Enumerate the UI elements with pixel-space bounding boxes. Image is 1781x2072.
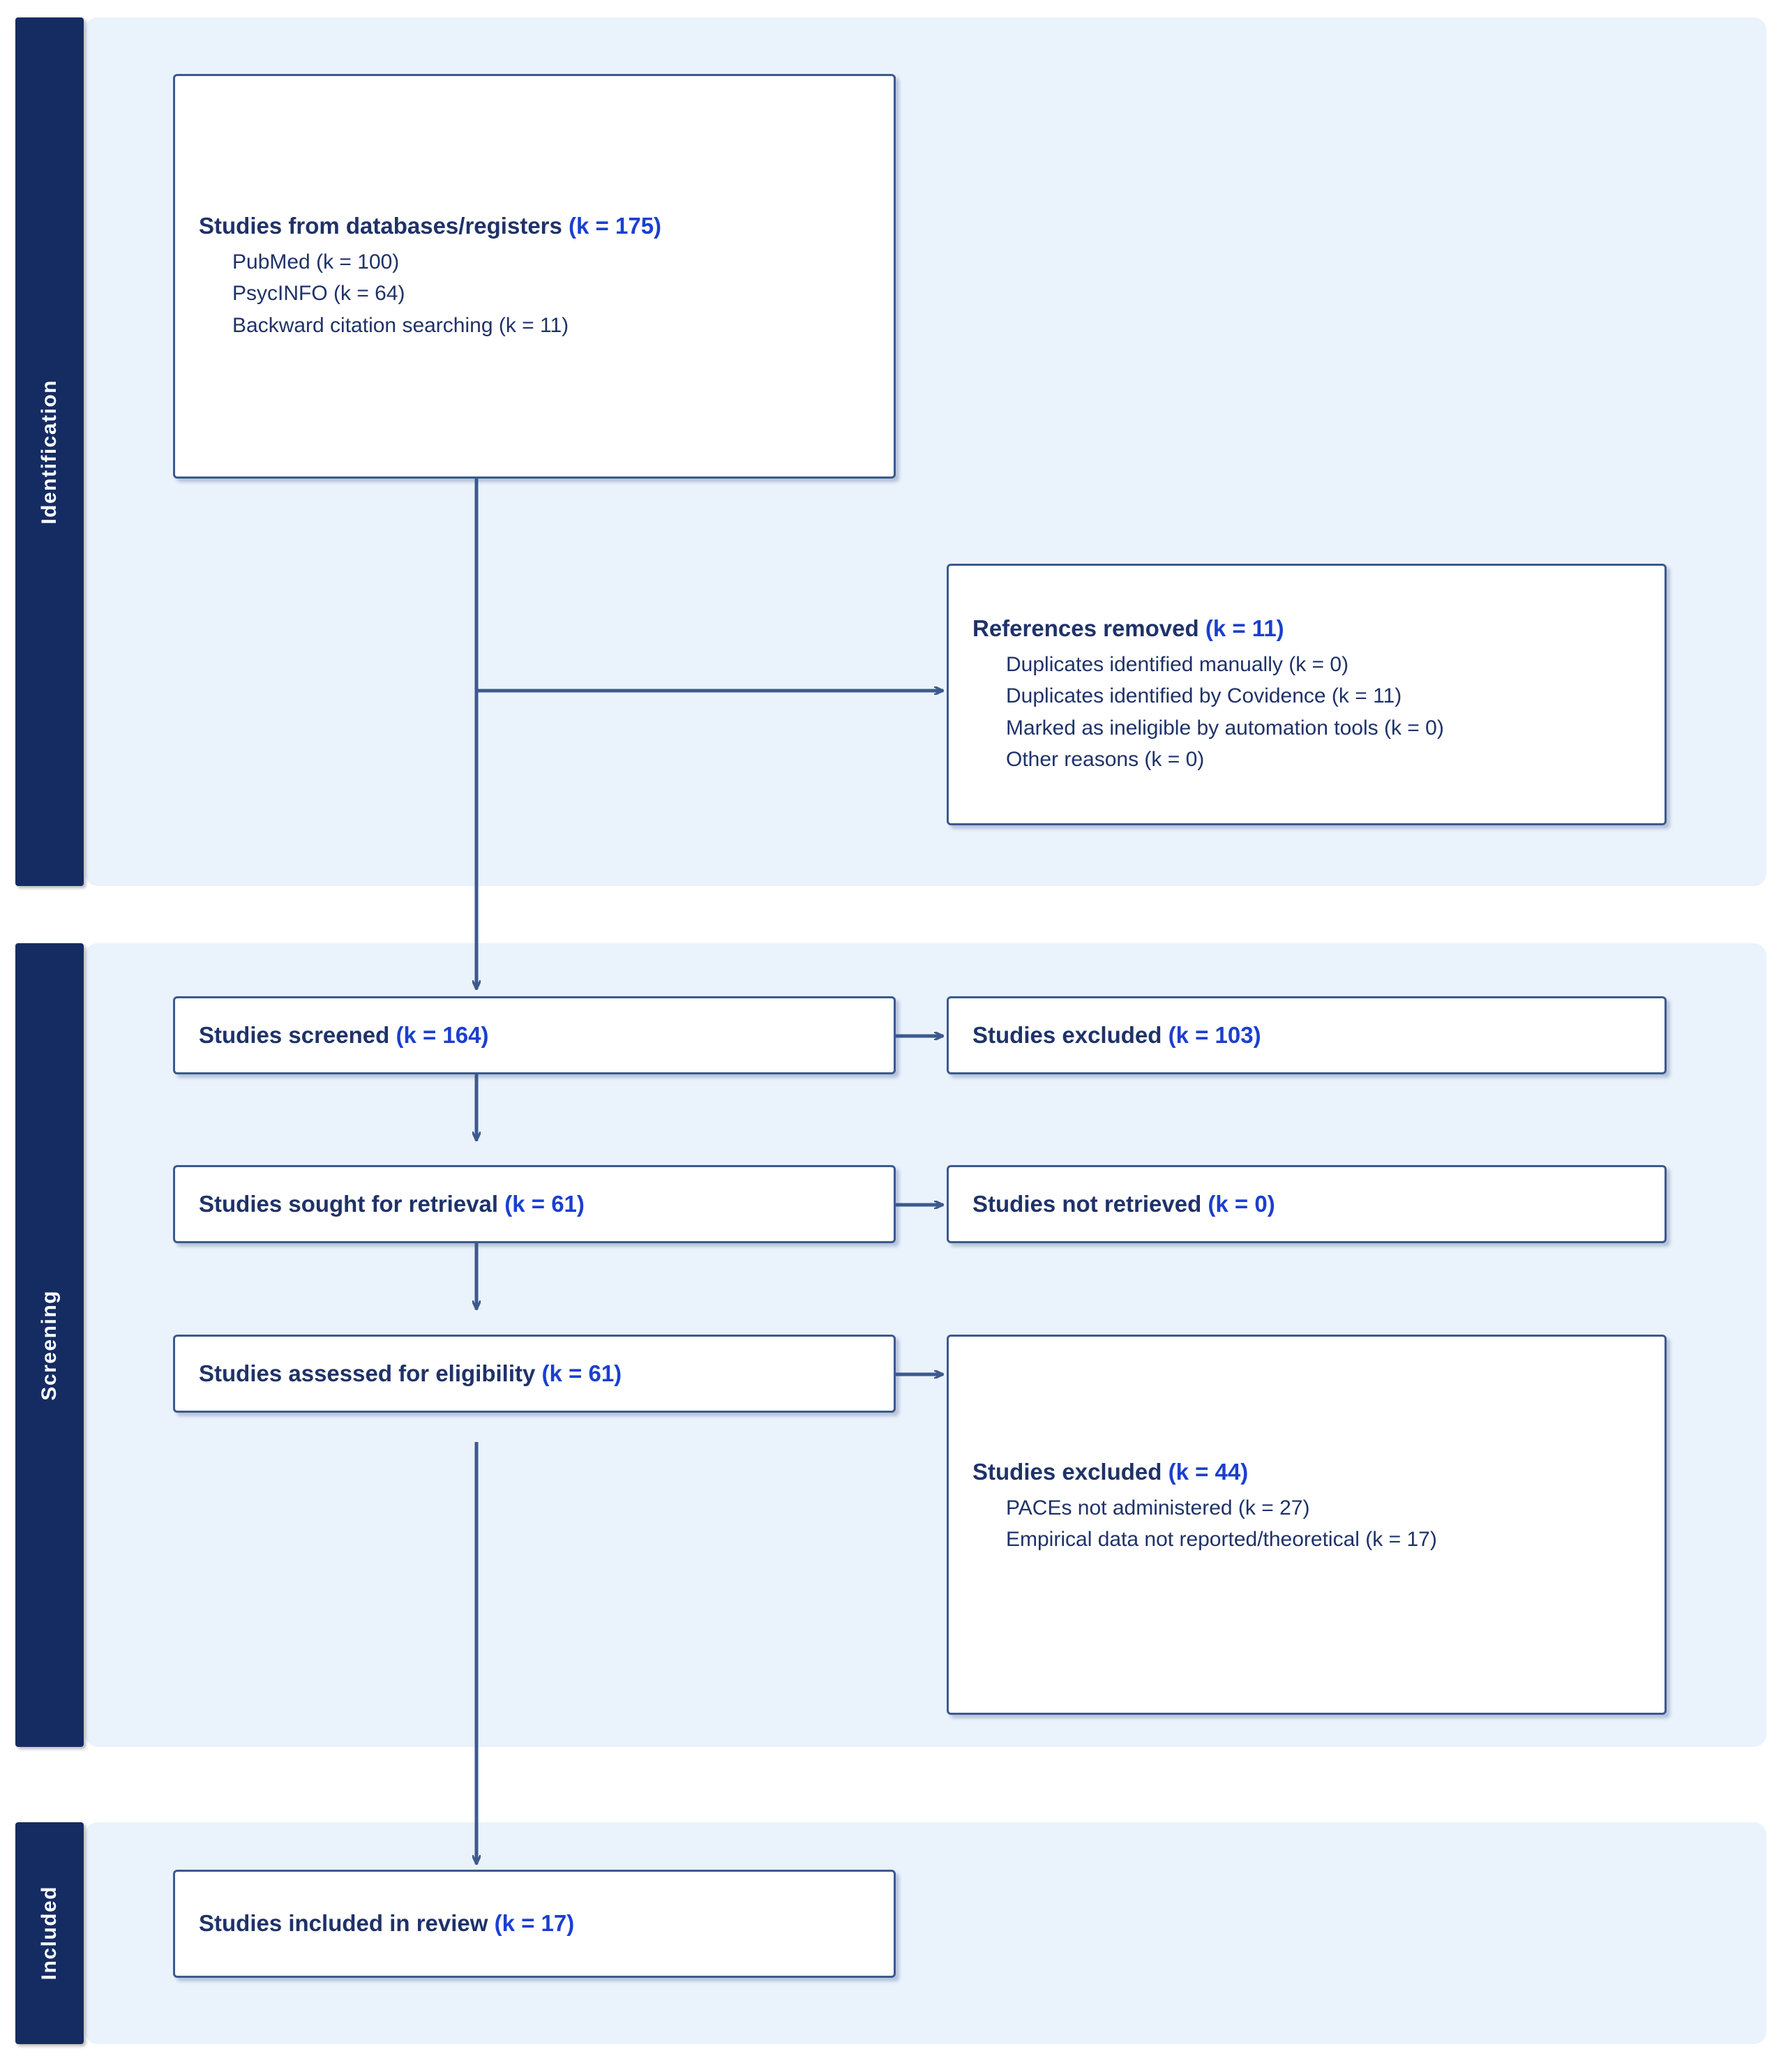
count-databases: (k = 175): [569, 213, 662, 239]
box-title-studies-screened: Studies screened (k = 164): [199, 1021, 489, 1048]
count-studies-excluded-eligibility: (k = 44): [1168, 1459, 1249, 1485]
box-studies-not-retrieved[interactable]: Studies not retrieved (k = 0): [947, 1165, 1667, 1243]
box-title-databases: Studies from databases/registers (k = 17…: [199, 213, 662, 239]
box-title-studies-excluded-screening: Studies excluded (k = 103): [972, 1021, 1261, 1048]
list-item: Backward citation searching (k = 11): [232, 314, 569, 338]
box-studies-from-databases[interactable]: Studies from databases/registers (k = 17…: [173, 74, 896, 479]
count-studies-screened: (k = 164): [396, 1021, 489, 1048]
box-title-sought-for-retrieval: Studies sought for retrieval (k = 61): [199, 1190, 585, 1217]
box-studies-excluded-eligibility[interactable]: Studies excluded (k = 44) PACEs not admi…: [947, 1335, 1667, 1715]
box-assessed-for-eligibility[interactable]: Studies assessed for eligibility (k = 61…: [173, 1335, 896, 1413]
sublist-databases: PubMed (k = 100) PsycINFO (k = 64) Backw…: [199, 246, 870, 342]
count-sought-for-retrieval: (k = 61): [504, 1190, 585, 1217]
box-title-studies-excluded-eligibility: Studies excluded (k = 44): [972, 1459, 1249, 1485]
list-item: Duplicates identified manually (k = 0): [1006, 652, 1349, 676]
stage-label-identification: Identification: [38, 379, 61, 525]
stage-label-included: Included: [38, 1886, 61, 1981]
box-included-in-review[interactable]: Studies included in review (k = 17): [173, 1870, 896, 1978]
stage-bar-identification: Identification: [15, 17, 84, 886]
box-references-removed[interactable]: References removed (k = 11) Duplicates i…: [947, 564, 1667, 825]
box-title-studies-not-retrieved: Studies not retrieved (k = 0): [972, 1190, 1275, 1217]
list-item: Other reasons (k = 0): [1006, 748, 1205, 772]
count-assessed-for-eligibility: (k = 61): [541, 1360, 622, 1386]
sublist-studies-excluded-eligibility: PACEs not administered (k = 27) Empirica…: [972, 1492, 1641, 1556]
count-included-in-review: (k = 17): [494, 1910, 575, 1937]
box-studies-screened[interactable]: Studies screened (k = 164): [173, 996, 896, 1074]
box-title-references-removed: References removed (k = 11): [972, 615, 1284, 642]
list-item: Duplicates identified by Covidence (k = …: [1006, 684, 1402, 708]
stage-bar-included: Included: [15, 1822, 84, 2044]
box-title-assessed-for-eligibility: Studies assessed for eligibility (k = 61…: [199, 1360, 622, 1386]
list-item: PubMed (k = 100): [232, 250, 400, 273]
list-item: Marked as ineligible by automation tools…: [1006, 716, 1444, 740]
list-item: Empirical data not reported/theoretical …: [1006, 1528, 1437, 1552]
box-sought-for-retrieval[interactable]: Studies sought for retrieval (k = 61): [173, 1165, 896, 1243]
box-title-included-in-review: Studies included in review (k = 17): [199, 1910, 575, 1937]
count-studies-excluded-screening: (k = 103): [1168, 1021, 1261, 1048]
list-item: PACEs not administered (k = 27): [1006, 1496, 1310, 1519]
stage-bar-screening: Screening: [15, 943, 84, 1747]
count-studies-not-retrieved: (k = 0): [1208, 1190, 1275, 1217]
count-references-removed: (k = 11): [1205, 615, 1284, 642]
list-item: PsycINFO (k = 64): [232, 282, 405, 306]
box-studies-excluded-screening[interactable]: Studies excluded (k = 103): [947, 996, 1667, 1074]
stage-label-screening: Screening: [38, 1289, 61, 1401]
sublist-references-removed: Duplicates identified manually (k = 0) D…: [972, 649, 1641, 776]
